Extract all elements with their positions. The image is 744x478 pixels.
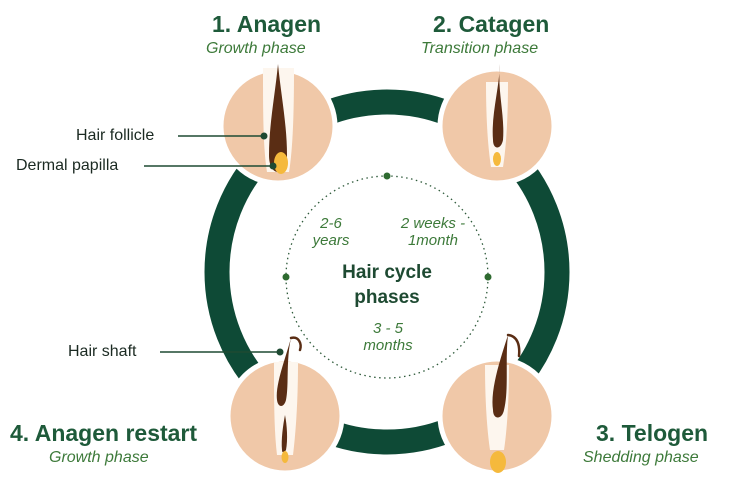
- inner-marker-right: [484, 273, 492, 281]
- inner-marker-top: [383, 172, 391, 180]
- duration-telogen: 3 - 5 months: [363, 320, 413, 354]
- phase-subtitle-anagen-restart: Growth phase: [49, 449, 149, 466]
- phase-title-catagen: 2. Catagen: [433, 11, 550, 37]
- telogen-illustration: [437, 333, 557, 476]
- duration-anagen: 2-6 years: [312, 215, 350, 249]
- catagen-illustration: [437, 64, 557, 186]
- callout-hair-follicle: Hair follicle: [76, 127, 155, 144]
- anagen-illustration: [218, 64, 338, 186]
- phase-title-telogen: 3. Telogen: [596, 420, 709, 446]
- anagen-restart-illustration: [225, 336, 345, 476]
- callout-dermal-papilla: Dermal papilla: [16, 157, 119, 174]
- phase-subtitle-catagen: Transition phase: [421, 40, 539, 57]
- phase-title-anagen: 1. Anagen: [212, 11, 322, 37]
- duration-catagen: 2 weeks - 1month: [400, 215, 466, 249]
- phase-subtitle-anagen: Growth phase: [206, 40, 306, 57]
- center-title: Hair cycle phases: [342, 262, 432, 308]
- inner-marker-left: [282, 273, 290, 281]
- callout-hair-shaft: Hair shaft: [68, 343, 137, 360]
- cycle-ring: [204, 89, 570, 455]
- phase-title-anagen-restart: 4. Anagen restart: [10, 420, 198, 446]
- phase-subtitle-telogen: Shedding phase: [583, 449, 699, 466]
- dermal-papilla-shape: [274, 152, 288, 174]
